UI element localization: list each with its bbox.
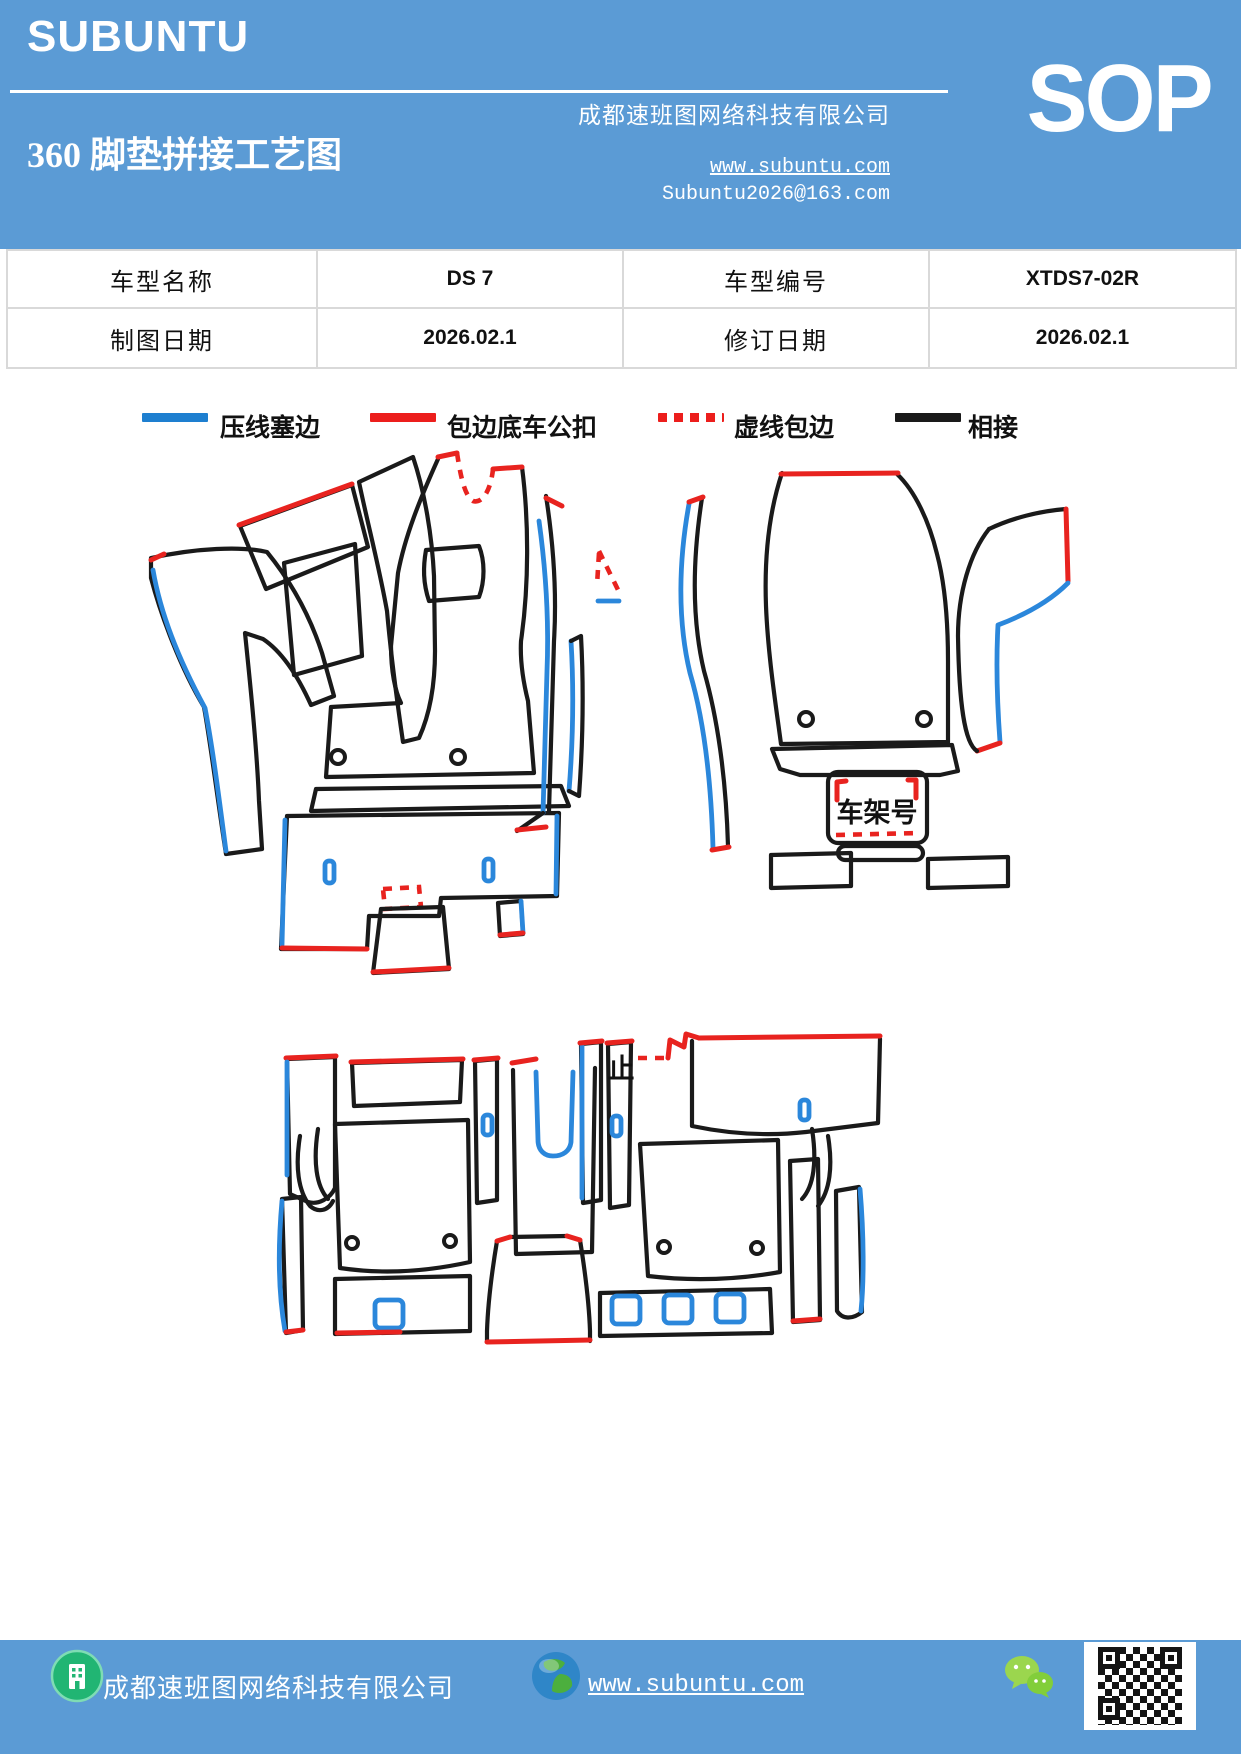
table-cell-code-label: 车型编号: [624, 251, 930, 309]
page-title: 360 脚垫拼接工艺图: [27, 135, 343, 175]
page-header: SUBUNTU 360 脚垫拼接工艺图 成都速班图网络科技有限公司 www.su…: [0, 0, 1241, 249]
legend-swatch-black: [895, 413, 961, 422]
diagram-group-front-right: 车架号: [678, 470, 1071, 891]
legend-swatch-blue: [142, 413, 208, 422]
frame-number-label: 车架号: [837, 797, 918, 828]
building-icon: [50, 1649, 104, 1703]
qr-finder-top-left: [1098, 1647, 1120, 1669]
page-footer: [0, 1640, 1241, 1754]
process-diagram: 车架号: [148, 450, 1071, 1345]
diagram-group-front-left: [148, 450, 624, 976]
table-cell-model-label: 车型名称: [8, 251, 318, 309]
sop-label: SOP: [1026, 45, 1214, 152]
header-contact-block: 成都速班图网络科技有限公司 www.subuntu.com Subuntu202…: [578, 96, 890, 206]
table-cell-model-value: DS 7: [318, 251, 624, 309]
stop-label: 止: [608, 1054, 635, 1084]
brand-logo: SUBUNTU: [27, 12, 250, 61]
table-cell-revdate-label: 修订日期: [624, 309, 930, 367]
footer-company-name: 成都速班图网络科技有限公司: [103, 1674, 455, 1703]
table-cell-drawdate-label: 制图日期: [8, 309, 318, 367]
wechat-icon: [1005, 1656, 1053, 1698]
legend-label-black: 相接: [968, 415, 1019, 442]
legend-swatch-red: [370, 413, 436, 422]
legend-label-dotted: 虚线包边: [734, 415, 835, 442]
table-cell-code-value: XTDS7-02R: [930, 251, 1235, 309]
company-name: 成都速班图网络科技有限公司: [578, 103, 890, 128]
header-divider: [10, 90, 948, 93]
legend-label-red: 包边底车公扣: [447, 415, 598, 442]
diagram-group-rear: 止: [276, 1031, 883, 1345]
qr-finder-top-right: [1160, 1647, 1182, 1669]
email-address: Subuntu2026@163.com: [661, 183, 890, 206]
website-link[interactable]: www.subuntu.com: [709, 156, 890, 179]
table-cell-drawdate-value: 2026.02.1: [318, 309, 624, 367]
qr-code: [1084, 1642, 1196, 1730]
table-cell-revdate-value: 2026.02.1: [1035, 326, 1130, 349]
footer-website-link[interactable]: www.subuntu.com: [588, 1672, 805, 1699]
legend-label-blue: 压线塞边: [220, 415, 321, 442]
globe-icon: [532, 1652, 580, 1700]
vehicle-info-table: 车型名称 DS 7 车型编号 XTDS7-02R 制图日期 2026.02.1 …: [6, 249, 1237, 369]
legend-swatch-dotted: [658, 413, 724, 422]
qr-finder-bottom-left: [1098, 1698, 1120, 1720]
